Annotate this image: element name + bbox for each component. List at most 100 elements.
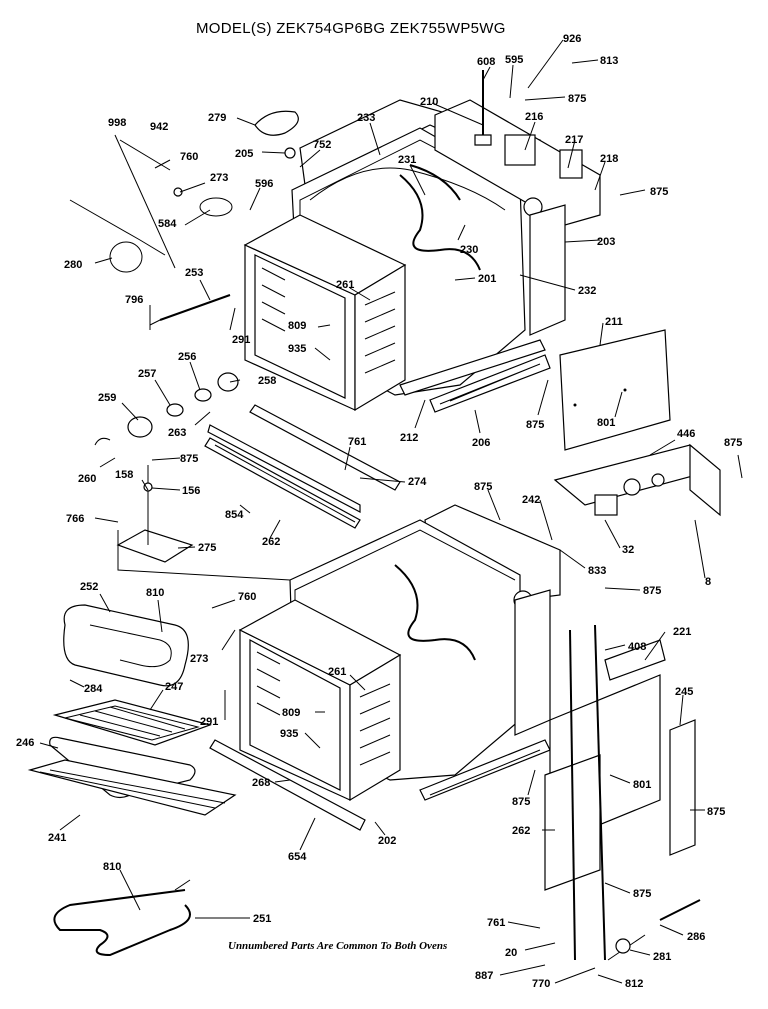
callout-263: 263: [168, 427, 186, 439]
callout-875: 875: [633, 888, 651, 900]
callout-158: 158: [115, 469, 133, 481]
callout-261: 261: [328, 666, 346, 678]
callout-273: 273: [190, 653, 208, 665]
callout-875: 875: [526, 419, 544, 431]
callout-408: 408: [628, 641, 646, 653]
callout-998: 998: [108, 117, 126, 129]
callout-796: 796: [125, 294, 143, 306]
upper-rails: [399, 339, 551, 413]
callout-206: 206: [472, 437, 490, 449]
callout-216: 216: [525, 111, 543, 123]
callout-256: 256: [178, 351, 196, 363]
callout-251: 251: [253, 913, 271, 925]
burner-parts: [204, 404, 401, 529]
callout-833: 833: [588, 565, 606, 577]
callout-761: 761: [487, 917, 505, 929]
rear-bracket-assembly: [434, 70, 601, 226]
leader-lines: [39, 39, 743, 984]
callout-247: 247: [165, 681, 183, 693]
callout-275: 275: [198, 542, 216, 554]
callout-875: 875: [707, 806, 725, 818]
callout-202: 202: [378, 835, 396, 847]
callout-259: 259: [98, 392, 116, 404]
callout-654: 654: [288, 851, 307, 863]
callout-241: 241: [48, 832, 66, 844]
callout-446: 446: [677, 428, 695, 440]
side-panel: [529, 204, 566, 336]
callout-212: 212: [400, 432, 418, 444]
callout-812: 812: [625, 978, 643, 990]
callout-875: 875: [474, 481, 492, 493]
callout-291: 291: [200, 716, 218, 728]
callout-218: 218: [600, 153, 618, 165]
callout-935: 935: [280, 728, 298, 740]
callout-230: 230: [460, 244, 478, 256]
upper-left-parts: [69, 110, 299, 326]
callout-labels: 926 608 595 813 875 210 279 233 216 217 …: [16, 33, 742, 990]
callout-261: 261: [336, 279, 354, 291]
callout-761: 761: [348, 436, 366, 448]
callout-926: 926: [563, 33, 581, 45]
callout-809: 809: [288, 320, 306, 332]
callout-286: 286: [687, 931, 705, 943]
callout-801: 801: [633, 779, 651, 791]
callout-253: 253: [185, 267, 203, 279]
callout-595: 595: [505, 54, 523, 66]
callout-801: 801: [597, 417, 615, 429]
callout-268: 268: [252, 777, 270, 789]
panel-211: [559, 329, 671, 451]
callout-766: 766: [66, 513, 84, 525]
callout-210: 210: [420, 96, 438, 108]
callout-245: 245: [675, 686, 693, 698]
callout-584: 584: [158, 218, 177, 230]
callout-752: 752: [313, 139, 331, 151]
callout-211: 211: [605, 316, 623, 328]
callout-854: 854: [225, 509, 244, 521]
callout-274: 274: [408, 476, 427, 488]
callout-875: 875: [180, 453, 198, 465]
callout-810: 810: [103, 861, 121, 873]
callout-809: 809: [282, 707, 300, 719]
callout-875: 875: [643, 585, 661, 597]
callout-291: 291: [232, 334, 250, 346]
callout-156: 156: [182, 485, 200, 497]
callout-258: 258: [258, 375, 276, 387]
diagram-footnote: Unnumbered Parts Are Common To Both Oven…: [228, 940, 448, 952]
callout-942: 942: [150, 121, 168, 133]
callout-260: 260: [78, 473, 96, 485]
callout-760: 760: [238, 591, 256, 603]
lower-right-panels: [544, 624, 701, 961]
callout-280: 280: [64, 259, 82, 271]
callout-810: 810: [146, 587, 164, 599]
callout-875: 875: [512, 796, 530, 808]
callout-242: 242: [522, 494, 540, 506]
callout-262: 262: [262, 536, 280, 548]
callout-246: 246: [16, 737, 34, 749]
lower-oven-cavity: [209, 504, 561, 831]
callout-205: 205: [235, 148, 253, 160]
bake-element: [53, 879, 191, 957]
callout-279: 279: [208, 112, 226, 124]
callout-232: 232: [578, 285, 596, 297]
callout-887: 887: [475, 970, 493, 982]
callout-875: 875: [724, 437, 742, 449]
callout-608: 608: [477, 56, 495, 68]
callout-231: 231: [398, 154, 416, 166]
callout-284: 284: [84, 683, 103, 695]
broil-pan-and-rack: [27, 604, 237, 816]
callout-875: 875: [568, 93, 586, 105]
callout-8: 8: [705, 576, 711, 588]
callout-221: 221: [673, 626, 691, 638]
callout-935: 935: [288, 343, 306, 355]
callout-203: 203: [597, 236, 615, 248]
callout-262: 262: [512, 825, 530, 837]
callout-875: 875: [650, 186, 668, 198]
callout-201: 201: [478, 273, 496, 285]
callout-596: 596: [255, 178, 273, 190]
callout-257: 257: [138, 368, 156, 380]
callout-233: 233: [357, 112, 375, 124]
diagram-title: MODEL(S) ZEK754GP6BG ZEK755WP5WG: [196, 20, 506, 37]
callout-20: 20: [505, 947, 517, 959]
callout-281: 281: [653, 951, 671, 963]
